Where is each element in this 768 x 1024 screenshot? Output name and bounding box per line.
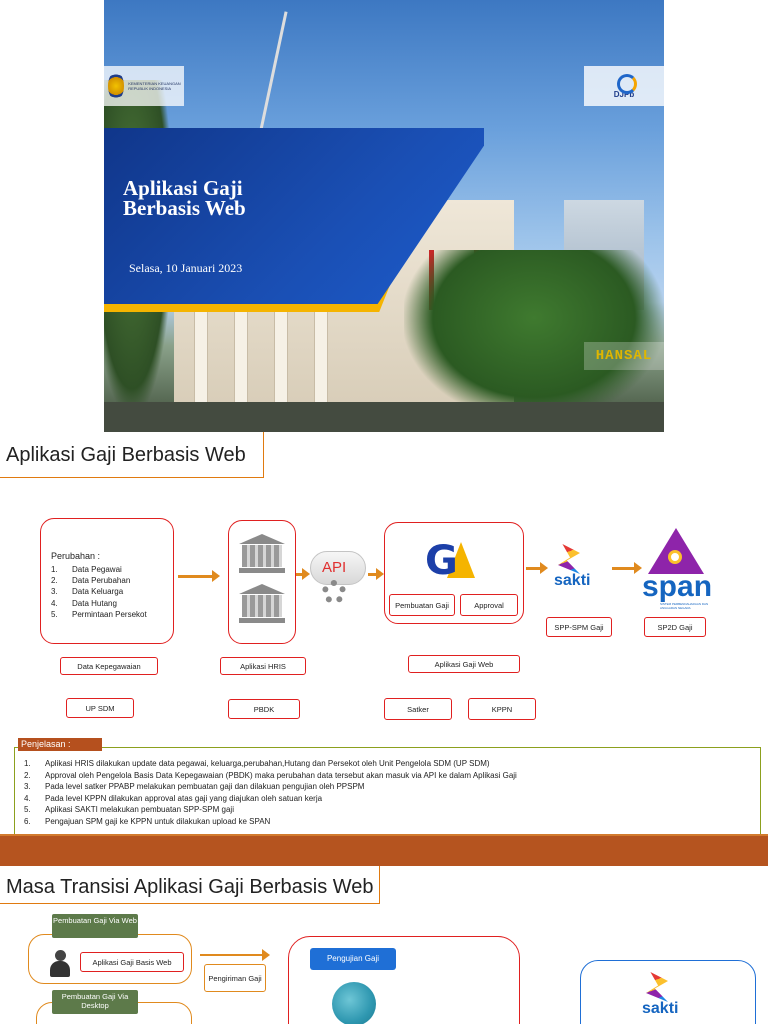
hris-box <box>228 520 296 644</box>
list-item: 6.Pengajuan SPM gaji ke KPPN untuk dilak… <box>24 816 271 826</box>
seal-icon <box>108 72 125 100</box>
gear-icon <box>322 580 346 604</box>
aplikasi-gaji-web-label: Aplikasi Gaji Web <box>408 655 520 673</box>
role-kppn: KPPN <box>468 698 536 720</box>
list-item: 4.Pada level KPPN dilakukan approval ata… <box>24 793 323 803</box>
pengujian-gaji-tag: Pengujian Gaji <box>310 948 396 970</box>
djpb-mark-icon <box>615 73 637 94</box>
sakti-logo-2: sakti <box>636 972 696 1024</box>
list-item: 3.Pada level satker PPABP melakukan pemb… <box>24 782 365 791</box>
sp2d-box: SP2D Gaji <box>644 617 706 637</box>
pembuatan-gaji-box: Pembuatan Gaji <box>389 594 455 616</box>
changes-list: 1.Data Pegawai 2.Data Perubahan 3.Data K… <box>51 564 147 620</box>
person-icon <box>48 950 72 978</box>
list-item: 2.Data Perubahan <box>51 576 131 586</box>
changes-box <box>40 518 174 644</box>
bank-icon <box>239 534 285 574</box>
djpb-logo: DJPb <box>584 66 664 106</box>
section-title: Aplikasi Gaji Berbasis Web <box>6 444 246 466</box>
sakti-logo: sakti <box>548 544 608 596</box>
list-item: 1.Data Pegawai <box>51 565 122 574</box>
aplikasi-hris-label: Aplikasi HRIS <box>220 657 306 675</box>
tag-via-desktop: Pembuatan Gaji Via Desktop <box>52 990 138 1014</box>
hansal-badge: HANSAL <box>584 342 664 370</box>
flow-arrow <box>200 949 270 961</box>
role-satker: Satker <box>384 698 452 720</box>
approval-box: Approval <box>460 594 518 616</box>
flow-arrow <box>526 562 548 574</box>
pengiriman-gaji-box: Pengiriman Gaji <box>204 964 266 992</box>
changes-heading: Perubahan : <box>51 551 101 561</box>
cover-date: Selasa, 10 Januari 2023 <box>129 261 243 275</box>
span-logo: span SISTEM PERBENDAHARAAN DAN ANGGARAN … <box>640 528 716 614</box>
role-pbdk: PBDK <box>228 699 300 719</box>
list-item: 4.Data Hutang <box>51 598 117 608</box>
flow-arrow <box>178 570 220 582</box>
list-item: 5.Aplikasi SAKTI melakukan pembuatan SPP… <box>24 805 234 814</box>
tag-via-web: Pembuatan Gaji Via Web <box>52 914 138 938</box>
ga-logo: G <box>425 540 477 582</box>
list-item: 1.Aplikasi HRIS dilakukan update data pe… <box>24 759 490 768</box>
api-label: API <box>322 559 347 576</box>
data-kepegawaian-label: Data Kepegawaian <box>60 657 158 675</box>
flow-arrow <box>368 568 384 580</box>
section3-title: Masa Transisi Aplikasi Gaji Berbasis Web <box>6 876 374 898</box>
notes-list: 1.Aplikasi HRIS dilakukan update data pe… <box>24 758 517 827</box>
spp-spm-box: SPP-SPM Gaji <box>546 617 612 637</box>
flow-arrow <box>296 568 310 580</box>
cloud-icon <box>310 551 366 585</box>
list-item: 5.Permintaan Persekot <box>51 609 147 619</box>
sakti-swirl-icon <box>558 544 580 574</box>
sakti-swirl-icon <box>646 972 668 1002</box>
list-item: 3.Data Keluarga <box>51 587 124 597</box>
sakti-box <box>580 960 756 1024</box>
kemenkeu-logo: KEMENTERIAN KEUANGAN REPUBLIK INDONESIA <box>104 66 184 106</box>
cover-title: Aplikasi Gaji Berbasis Web <box>123 176 246 220</box>
pengujian-box <box>288 936 520 1024</box>
globe-icon <box>332 982 376 1024</box>
gaji-app-box <box>384 522 524 624</box>
aplikasi-gaji-basis-web: Aplikasi Gaji Basis Web <box>80 952 184 972</box>
notes-label: Penjelasan : <box>18 738 102 751</box>
bank-icon <box>239 584 285 624</box>
role-up-sdm: UP SDM <box>66 698 134 718</box>
list-item: 2.Approval oleh Pengelola Basis Data Kep… <box>24 770 517 780</box>
section-divider <box>0 834 768 866</box>
flow-arrow <box>612 562 642 574</box>
